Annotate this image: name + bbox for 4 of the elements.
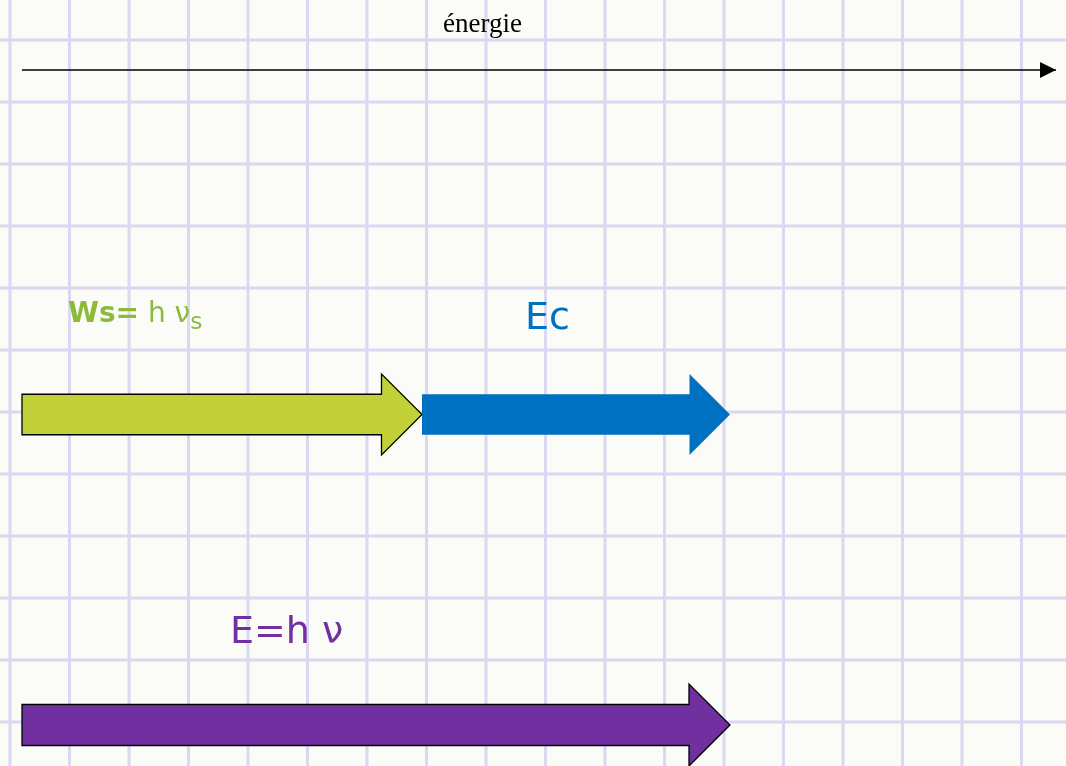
formula-label: E=h ν bbox=[230, 610, 344, 652]
formula-label: Ws= h ν$_{s}$ bbox=[68, 298, 203, 335]
axis-label: énergie bbox=[443, 8, 522, 39]
formula-label: Ec bbox=[525, 296, 570, 338]
